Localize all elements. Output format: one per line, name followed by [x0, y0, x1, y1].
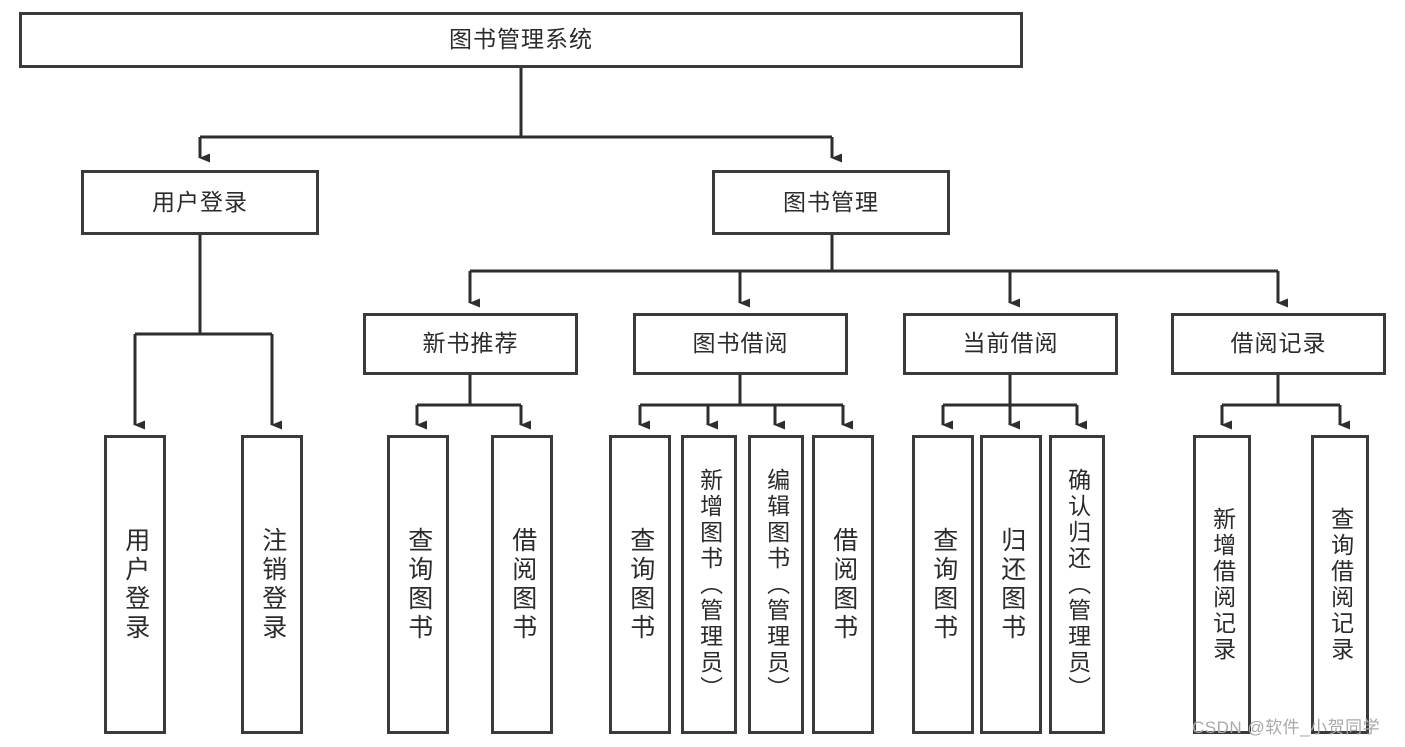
node-leaf-user-login-label: 用户登录	[121, 526, 150, 643]
node-root-label: 图书管理系统	[449, 26, 593, 53]
node-borrow-record-label: 借阅记录	[1230, 330, 1327, 357]
node-new-book-recommend[interactable]: 新书推荐	[363, 313, 578, 375]
node-leaf-confirm-return-label: 确认归还（管理员）	[1064, 467, 1091, 702]
node-leaf-add-record[interactable]: 新增借阅记录	[1193, 435, 1251, 734]
node-leaf-query-book-1-label: 查询图书	[404, 526, 433, 643]
node-leaf-borrow-book-1-label: 借阅图书	[508, 526, 537, 643]
node-current-borrow-label: 当前借阅	[962, 330, 1059, 357]
node-leaf-query-book-3[interactable]: 查询图书	[912, 435, 974, 734]
node-leaf-add-book-label: 新增图书（管理员）	[696, 467, 723, 702]
node-leaf-borrow-book-2-label: 借阅图书	[829, 526, 858, 643]
node-leaf-confirm-return[interactable]: 确认归还（管理员）	[1049, 435, 1105, 734]
node-book-borrow-label: 图书借阅	[692, 330, 789, 357]
node-leaf-query-record[interactable]: 查询借阅记录	[1311, 435, 1369, 734]
node-book-borrow[interactable]: 图书借阅	[633, 313, 848, 375]
node-leaf-return-book[interactable]: 归还图书	[980, 435, 1042, 734]
node-leaf-query-book-3-label: 查询图书	[929, 526, 958, 643]
node-leaf-borrow-book-2[interactable]: 借阅图书	[812, 435, 874, 734]
node-current-borrow[interactable]: 当前借阅	[903, 313, 1118, 375]
node-leaf-edit-book-label: 编辑图书（管理员）	[763, 467, 790, 702]
node-user-login-label: 用户登录	[152, 188, 248, 215]
node-root[interactable]: 图书管理系统	[19, 12, 1023, 68]
node-leaf-add-book[interactable]: 新增图书（管理员）	[681, 435, 737, 734]
node-leaf-add-record-label: 新增借阅记录	[1209, 506, 1236, 663]
node-leaf-logout-login[interactable]: 注销登录	[241, 435, 303, 734]
node-book-manage-label: 图书管理	[783, 188, 879, 215]
node-borrow-record[interactable]: 借阅记录	[1171, 313, 1386, 375]
node-leaf-query-book-2-label: 查询图书	[626, 526, 655, 643]
watermark-text: CSDN @软件_小贺同学	[1192, 718, 1381, 737]
node-book-manage[interactable]: 图书管理	[712, 170, 950, 235]
node-leaf-query-book-1[interactable]: 查询图书	[387, 435, 449, 734]
node-leaf-edit-book[interactable]: 编辑图书（管理员）	[748, 435, 804, 734]
node-leaf-return-book-label: 归还图书	[997, 526, 1026, 643]
node-leaf-logout-login-label: 注销登录	[258, 526, 287, 643]
node-leaf-borrow-book-1[interactable]: 借阅图书	[491, 435, 553, 734]
node-leaf-user-login[interactable]: 用户登录	[104, 435, 166, 734]
node-user-login[interactable]: 用户登录	[81, 170, 319, 235]
node-leaf-query-record-label: 查询借阅记录	[1327, 506, 1354, 663]
node-leaf-query-book-2[interactable]: 查询图书	[609, 435, 671, 734]
node-new-book-recommend-label: 新书推荐	[422, 330, 519, 357]
